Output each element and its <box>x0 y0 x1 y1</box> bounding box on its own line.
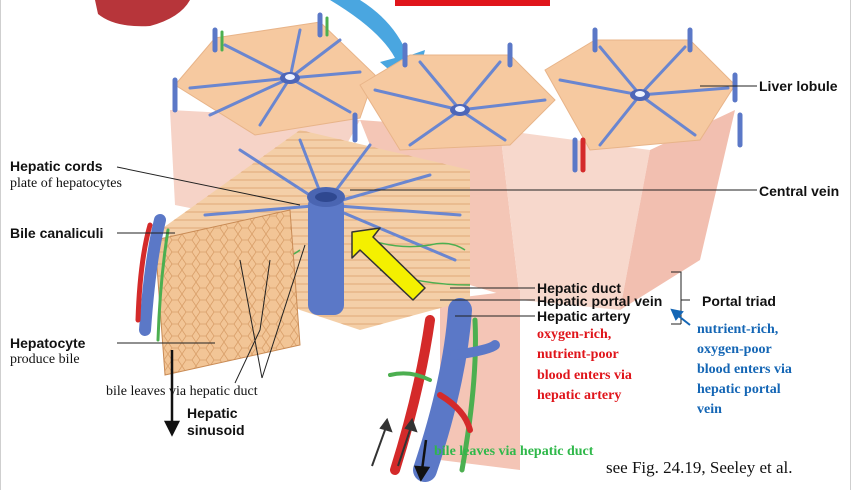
central-vein-label: Central vein <box>759 183 840 199</box>
portal-triad-label: Portal triad <box>702 293 776 309</box>
hepatic-sinusoid-label-1: Hepatic <box>187 405 238 421</box>
hepatic-artery-label: Hepatic artery <box>537 308 631 324</box>
citation-label: see Fig. 24.19, Seeley et al. <box>606 458 793 477</box>
portal-note-line-5: vein <box>697 402 722 417</box>
central-vein-drawing <box>307 187 345 315</box>
portal-note-line-1: nutrient-rich, <box>697 322 779 337</box>
blue-pointer-arrow <box>670 308 691 326</box>
portal-note-line-2: oxygen-poor <box>697 342 772 357</box>
red-organ-edge <box>95 0 190 27</box>
leader-lines <box>116 85 757 384</box>
corner-triads <box>172 12 743 173</box>
hepatic-portal-vein-label: Hepatic portal vein <box>537 293 663 309</box>
hepatic-duct-label: Hepatic duct <box>537 280 622 296</box>
artery-note-line-2: nutrient-poor <box>537 347 619 362</box>
hepatic-cords-label: Hepatic cords <box>10 158 103 174</box>
red-header-bar <box>395 0 550 6</box>
hepatocyte-block <box>154 209 301 376</box>
artery-note-line-4: hepatic artery <box>537 388 622 403</box>
bile-canaliculi-label: Bile canaliculi <box>10 225 104 241</box>
left-vessels <box>135 214 170 342</box>
bile-leaves-bottom-label: bile leaves via hepatic duct <box>434 444 594 459</box>
dark-inflow-arrows <box>371 417 418 467</box>
liver-lobule-label: Liver lobule <box>759 78 838 94</box>
hepatic-cords-sublabel: plate of hepatocytes <box>10 176 122 191</box>
black-arrows <box>163 350 431 482</box>
portal-note-line-4: hepatic portal <box>697 382 781 397</box>
portal-note-line-3: blood enters via <box>697 362 792 377</box>
portal-triad-bundle <box>388 298 500 482</box>
lobule-tops <box>174 21 736 151</box>
hepatic-sinusoid-label-2: sinusoid <box>187 422 245 438</box>
yellow-flow-arrow <box>351 227 426 301</box>
artery-note-line-1: oxygen-rich, <box>537 327 612 342</box>
bile-leaves-left-label: bile leaves via hepatic duct <box>106 384 258 399</box>
artery-note-line-3: blood enters via <box>537 368 632 383</box>
hepatocyte-sublabel: produce bile <box>10 352 80 367</box>
hepatocyte-label: Hepatocyte <box>10 335 86 351</box>
